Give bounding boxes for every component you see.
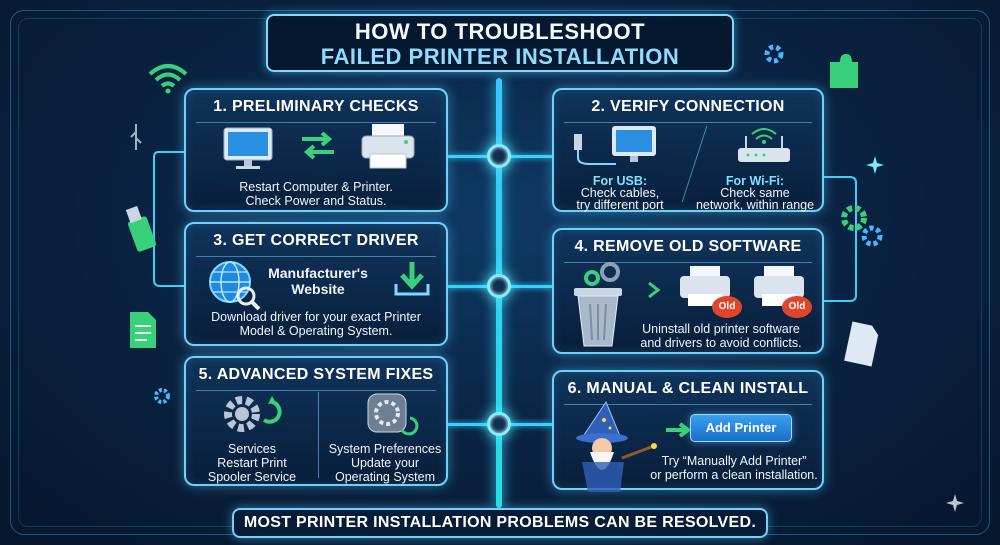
site-line-2: Website — [291, 281, 345, 297]
system-preferences-icon — [367, 393, 419, 436]
step-6-title: 6. MANUAL & CLEAN INSTALL — [554, 376, 822, 405]
connector-6 — [500, 423, 552, 426]
download-icon — [394, 262, 430, 296]
connector-4 — [500, 285, 552, 288]
monitor-icon — [223, 127, 273, 169]
step-5-title: 5. ADVANCED SYSTEM FIXES — [186, 362, 446, 391]
step-4-text-1: Uninstall old printer software — [642, 322, 800, 336]
site-line-1: Manufacturer's — [268, 265, 368, 281]
printer-icon — [361, 124, 415, 169]
title-line-2: FAILED PRINTER INSTALLATION — [320, 44, 680, 69]
sparkle-icon — [866, 156, 884, 174]
wifi-label: For Wi-Fi: — [725, 174, 785, 188]
services-text-1: Services — [228, 442, 276, 456]
footer-banner: MOST PRINTER INSTALLATION PROBLEMS CAN B… — [232, 508, 768, 538]
chevron-right-icon — [648, 281, 661, 299]
title-line-1: HOW TO TROUBLESHOOT — [354, 19, 646, 44]
globe-icon — [209, 261, 261, 311]
document-icon — [130, 312, 156, 348]
step-2-card: 2. VERIFY CONNECTION For USB: Check cabl… — [552, 88, 824, 212]
arrow-right-icon — [666, 422, 692, 438]
usb-drive-icon — [125, 205, 157, 252]
connector-5 — [448, 423, 498, 426]
services-gear-icon — [224, 396, 282, 432]
spine-node-2 — [487, 274, 511, 298]
router-icon — [738, 128, 790, 162]
step-1-title: 1. PRELIMINARY CHECKS — [186, 94, 446, 123]
wifi-text-1: Check same — [720, 186, 790, 200]
small-gear-icon — [154, 388, 170, 404]
gears-icon — [841, 205, 883, 247]
services-text-2: Restart Print — [217, 456, 287, 470]
usb-label: For USB: — [592, 174, 648, 188]
trash-icon — [574, 262, 622, 347]
add-printer-button: Add Printer — [690, 414, 792, 442]
spine-node-3 — [487, 412, 511, 436]
right-bracket — [822, 176, 857, 302]
usb-text-1: Check cables, — [580, 186, 660, 200]
preferences-text-1: System Preferences — [328, 442, 442, 456]
swap-arrows-icon — [302, 131, 334, 160]
old-badge-2: Old — [782, 296, 812, 318]
usb-symbol-icon — [130, 124, 142, 150]
card-5-divider — [318, 392, 319, 478]
step-3-title: 3. GET CORRECT DRIVER — [186, 228, 446, 257]
step-1-card: 1. PRELIMINARY CHECKS Restart Computer &… — [184, 88, 448, 212]
preferences-text-2: Update your — [350, 456, 420, 470]
puzzle-icon — [830, 54, 858, 88]
page-title: HOW TO TROUBLESHOOT FAILED PRINTER INSTA… — [266, 14, 734, 72]
step-3-text-1: Download driver for your exact Printer — [211, 310, 421, 324]
gear-icon — [764, 44, 784, 64]
connector-2 — [500, 155, 552, 158]
connector-1 — [448, 155, 498, 158]
step-5-card: 5. ADVANCED SYSTEM FIXES Services Restar… — [184, 356, 448, 486]
services-text-3: Spooler Service — [207, 470, 297, 484]
document-icon-right — [844, 321, 879, 367]
step-6-text-2: or perform a clean installation. — [650, 468, 818, 482]
step-4-title: 4. REMOVE OLD SOFTWARE — [554, 234, 822, 263]
old-badge-1: Old — [712, 296, 742, 318]
spine-node-1 — [487, 144, 511, 168]
usb-text-2: try different port — [576, 198, 664, 212]
wizard-icon — [576, 400, 657, 492]
usb-monitor-icon — [574, 126, 656, 165]
preferences-text-3: Operating System — [334, 470, 436, 484]
wifi-icon — [148, 64, 188, 94]
step-4-text-2: and drivers to avoid conflicts. — [640, 336, 802, 350]
left-bracket-top — [153, 151, 185, 287]
step-4-card: 4. REMOVE OLD SOFTWARE Old Old Uninstall… — [552, 228, 824, 354]
sparkle-corner-icon — [946, 494, 964, 512]
step-2-title: 2. VERIFY CONNECTION — [554, 94, 822, 123]
step-3-card: 3. GET CORRECT DRIVER Manufacturer's Web… — [184, 222, 448, 346]
step-1-text-2: Check Power and Status. — [245, 194, 387, 208]
step-6-text-1: Try “Manually Add Printer” — [661, 454, 807, 468]
wifi-text-2: network, within range — [695, 198, 815, 212]
old-printer-icon-2 — [754, 266, 804, 306]
step-1-text-1: Restart Computer & Printer. — [239, 180, 393, 194]
connector-3 — [448, 285, 498, 288]
step-3-text-2: Model & Operating System. — [239, 324, 393, 338]
